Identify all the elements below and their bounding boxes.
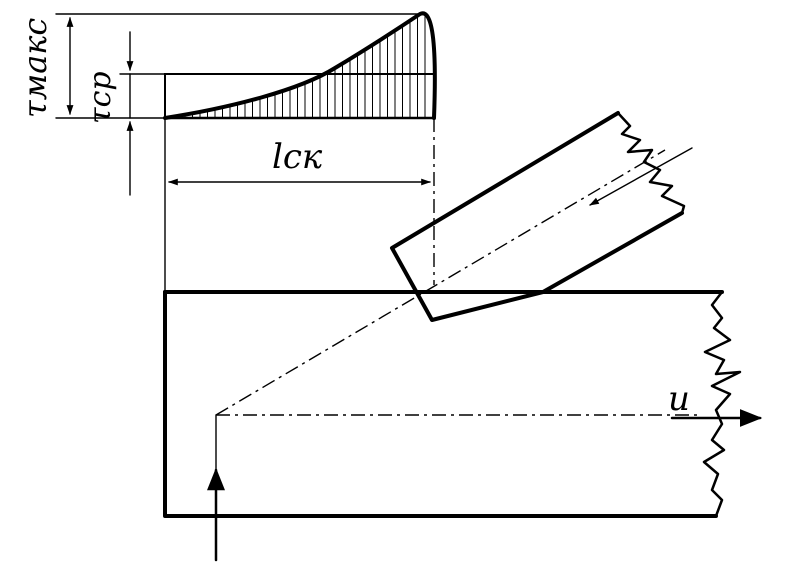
- tool-axis-line: [215, 149, 666, 416]
- cutting-tool: [390, 111, 686, 322]
- chip-flow-arrow: [589, 147, 693, 206]
- stress-hatching: [169, 13, 426, 118]
- stress-distribution: [163, 11, 437, 120]
- velocity-label: u: [668, 379, 690, 419]
- workpiece-break-edge: [702, 290, 742, 518]
- tau-max-label: τмакс: [16, 18, 54, 118]
- max-stress-curve: [163, 11, 437, 120]
- tool-break-edge: [616, 111, 686, 215]
- workpiece: [163, 290, 742, 518]
- contact-length-label: lск: [272, 137, 323, 177]
- tau-avg-label: τср: [83, 71, 118, 124]
